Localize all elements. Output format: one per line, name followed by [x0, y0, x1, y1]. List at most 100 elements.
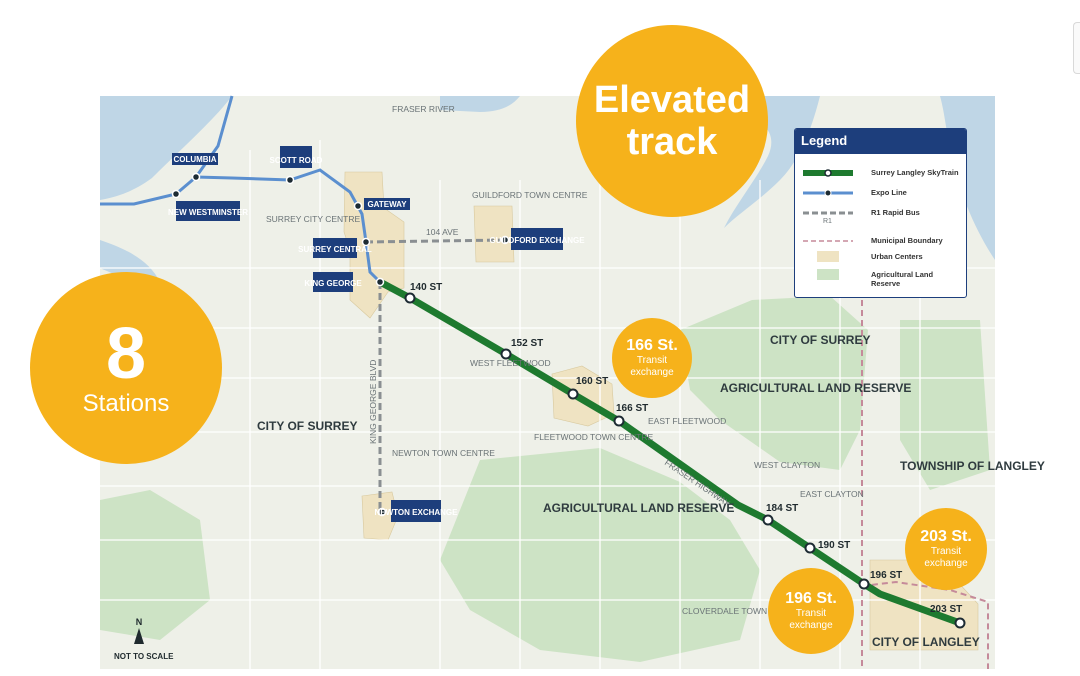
bubble-stations-count: 8 [105, 314, 147, 394]
station-dot-160st [567, 388, 579, 400]
scrollbar-edge[interactable] [1073, 22, 1080, 74]
box-scott-road: SCOTT ROAD [270, 156, 323, 165]
label-surrey-city-centre: SURREY CITY CENTRE [266, 214, 360, 224]
station-dot-196st [858, 578, 870, 590]
legend-item-rapidbus: R1 Rapid Bus R1 [795, 205, 966, 227]
legend-item-expo: Expo Line [795, 185, 966, 201]
label-203st: 203 ST [930, 604, 962, 615]
station-dot-columbia [191, 172, 201, 182]
bubble-196-title: 196 St. [785, 590, 837, 607]
label-166st: 166 ST [616, 403, 648, 414]
expo-line-branch [194, 95, 234, 178]
legend-rapidbus-code: R1 [823, 218, 832, 225]
legend-skytrain-label: Surrey Langley SkyTrain [871, 168, 959, 177]
legend: Legend Surrey Langley SkyTrain Expo Line… [794, 128, 967, 298]
label-alr-north: AGRICULTURAL LAND RESERVE [720, 381, 911, 395]
station-dot-surrey-central [361, 237, 371, 247]
legend-alr-swatch [817, 269, 839, 280]
label-west-fleetwood: WEST FLEETWOOD [470, 358, 551, 368]
bubble-166-exchange: 166 St. Transit exchange [612, 318, 692, 398]
label-east-clayton: EAST CLAYTON [800, 489, 864, 499]
label-140st: 140 ST [410, 282, 442, 293]
legend-title: Legend [795, 129, 966, 154]
station-dot-scott-road [285, 175, 295, 185]
expo-stations [171, 172, 385, 287]
station-dot-new-westminster [171, 189, 181, 199]
legend-skytrain-swatch [803, 169, 853, 177]
legend-item-alr: Agricultural Land Reserve [795, 267, 966, 289]
station-dot-184st [762, 514, 774, 526]
region-labels: CITY OF SURREY CITY OF SURREY AGRICULTUR… [257, 333, 1045, 649]
station-dot-152st [500, 348, 512, 360]
bubble-stations: 8 Stations [30, 272, 222, 464]
label-196st: 196 ST [870, 570, 902, 581]
station-dot-166st [613, 415, 625, 427]
station-dot-190st [804, 542, 816, 554]
label-104-ave: 104 AVE [426, 227, 459, 237]
label-west-clayton: WEST CLAYTON [754, 460, 820, 470]
label-guildford-town-centre: GUILDFORD TOWN CENTRE [472, 190, 588, 200]
exchange-dot-newton [377, 507, 387, 517]
north-arrow: N NOT TO SCALE [114, 617, 174, 661]
expo-line [100, 168, 382, 284]
label-king-george-blvd: KING GEORGE BLVD [368, 360, 378, 444]
label-east-fleetwood: EAST FLEETWOOD [648, 416, 726, 426]
label-city-of-langley: CITY OF LANGLEY [872, 635, 980, 649]
bubble-203-title: 203 St. [920, 528, 972, 545]
street-grid [100, 140, 995, 669]
station-dot-140st [404, 292, 416, 304]
label-152st: 152 ST [511, 338, 543, 349]
label-184st: 184 ST [766, 503, 798, 514]
legend-urban-swatch [817, 251, 839, 262]
legend-urban-label: Urban Centers [871, 252, 923, 261]
legend-boundary-label: Municipal Boundary [871, 236, 943, 245]
box-new-westminster: NEW WESTMINSTER [168, 208, 248, 217]
north-arrow-icon [134, 628, 144, 644]
legend-boundary-swatch [803, 240, 853, 242]
bubble-196-exchange: 196 St. Transit exchange [768, 568, 854, 654]
box-surrey-central: SURREY CENTRAL [298, 245, 372, 254]
label-newton-town-centre: NEWTON TOWN CENTRE [392, 448, 495, 458]
not-to-scale-label: NOT TO SCALE [114, 652, 174, 661]
legend-alr-label: Agricultural Land Reserve [871, 270, 934, 288]
rapid-bus-r1 [365, 238, 506, 512]
bus-exchanges [377, 235, 510, 517]
bubble-166-title: 166 St. [626, 337, 678, 354]
station-dot-king-george [375, 277, 385, 287]
bubble-stations-label: Stations [82, 390, 170, 417]
legend-item-boundary: Municipal Boundary [795, 233, 966, 249]
station-dot-203st [954, 617, 966, 629]
municipal-boundary [861, 300, 989, 669]
box-columbia: COLUMBIA [173, 155, 216, 164]
label-fraser-river: FRASER RIVER [392, 104, 455, 114]
bubble-166-sub: Transit exchange [630, 355, 674, 378]
legend-rapidbus-label: R1 Rapid Bus [871, 208, 920, 217]
bubble-elevated-track: Elevated track [576, 25, 768, 217]
legend-expo-swatch [803, 189, 853, 197]
station-label-boxes: COLUMBIA SCOTT ROAD NEW WESTMINSTER GATE… [168, 146, 585, 522]
legend-expo-label: Expo Line [871, 188, 907, 197]
exchange-dot-guildford [500, 235, 510, 245]
legend-item-urban: Urban Centers [795, 249, 966, 265]
box-newton-exchange: NEWTON EXCHANGE [375, 508, 459, 517]
skytrain-station-labels: 140 ST 152 ST 160 ST 166 ST 184 ST 190 S… [410, 282, 962, 615]
bubble-elevated-text: Elevated track [593, 79, 751, 163]
box-gateway: GATEWAY [367, 200, 407, 209]
box-king-george: KING GEORGE [304, 279, 362, 288]
skytrain-stations [404, 292, 966, 629]
label-cloverdale-town-centre: CLOVERDALE TOWN CENTRE [682, 606, 805, 616]
label-fleetwood-town-centre: FLEETWOOD TOWN CENTRE [534, 432, 653, 442]
legend-item-skytrain: Surrey Langley SkyTrain [795, 165, 966, 181]
label-city-of-surrey-west: CITY OF SURREY [257, 419, 357, 433]
legend-rapidbus-swatch [803, 211, 853, 215]
label-160st: 160 ST [576, 376, 608, 387]
skytrain-line [378, 278, 962, 627]
bubble-196-sub: Transit exchange [789, 608, 833, 631]
bubble-203-exchange: 203 St. Transit exchange [905, 508, 987, 590]
station-dot-gateway [353, 201, 363, 211]
box-guildford-exchange: GUILDFORD EXCHANGE [489, 236, 585, 245]
label-alr-south: AGRICULTURAL LAND RESERVE [543, 501, 734, 515]
label-city-of-surrey-east: CITY OF SURREY [770, 333, 870, 347]
north-label: N [136, 617, 143, 627]
bubble-203-sub: Transit exchange [924, 546, 968, 569]
